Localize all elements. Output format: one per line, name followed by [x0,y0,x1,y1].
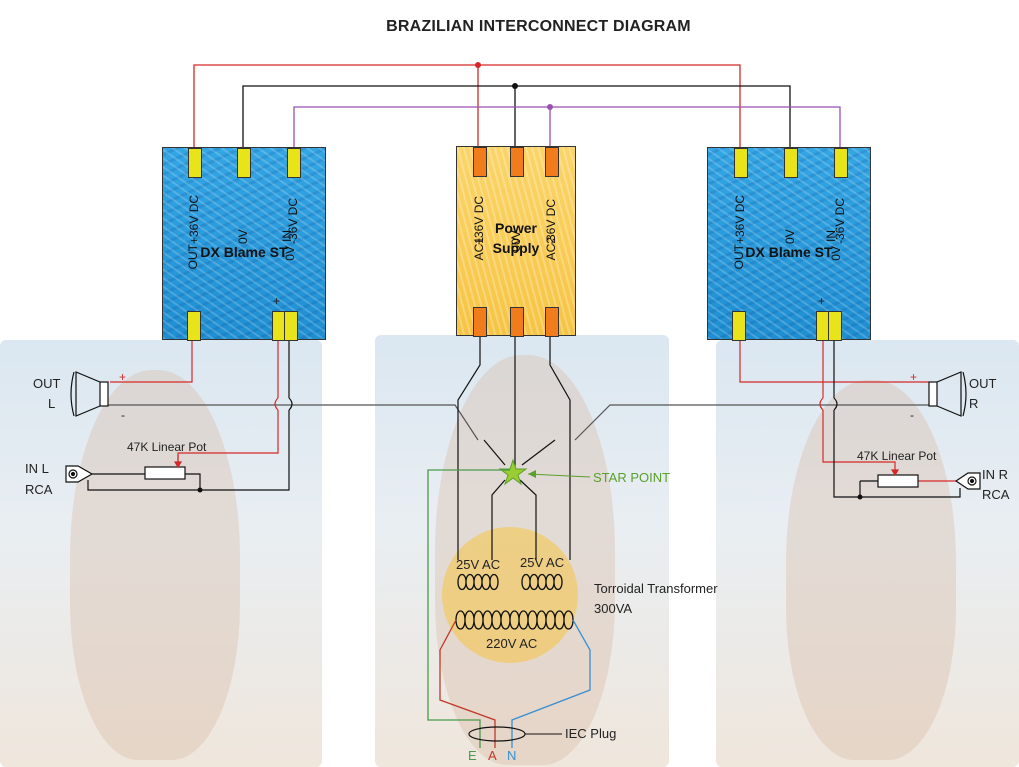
left-pin-0v-connector [237,148,251,178]
active-wire [439,619,496,748]
secondary-coil-right [521,573,563,591]
psu-pin-0v-connector [510,147,524,177]
negative-rail-junction [547,104,553,110]
iec-plug-label: IEC Plug [565,726,617,741]
left-pin-pos36-label: +36V DC [187,194,201,244]
left-pin-plus-label: + [273,294,281,308]
left-figure-silhouette [70,370,240,760]
right-in-0v-connector [828,311,842,341]
right-pot-label: 47K Linear Pot [857,449,937,463]
right-pin-0v-in-label: 0V [829,246,843,261]
right-input-label-rca: RCA [982,487,1010,502]
star-point-icon [498,458,528,486]
right-speaker-label-r: R [969,396,979,411]
left-photo-panel [0,340,322,767]
left-pin-0v-label: 0V [236,229,250,244]
psu-ac1-connector [473,307,487,337]
secondary-left-label: 25V AC [456,557,501,572]
star-point-pointer [527,473,591,478]
neutral-wire [511,619,591,748]
left-input-junction [197,487,203,493]
left-pot-symbol [144,455,186,480]
right-input-label-in: IN R [982,467,1008,482]
right-input-wires [819,340,961,498]
negative-rail [293,106,841,148]
diagram-title: BRAZILIAN INTERCONNECT DIAGRAM [386,18,691,35]
earth-wire [427,469,510,748]
psu-0v-bottom-connector [510,307,524,337]
iec-plug-symbol [468,726,526,742]
transformer-label-line2: 300VA [594,601,633,616]
left-pot-label: 47K Linear Pot [127,440,207,454]
right-out-connector [732,311,746,341]
right-pin-0v-label: 0V [783,229,797,244]
left-out-connector [187,311,201,341]
psu-pin-0v-bottom-label: 0V [509,237,523,252]
terminal-earth-label: E [468,748,477,763]
ground-rail-junction [512,83,518,89]
psu-pin-pos36-connector [473,147,487,177]
left-speaker-label-l: L [48,396,56,411]
right-pot-symbol [877,469,919,488]
left-pin-pos36-connector [188,148,202,178]
right-pin-0v-connector [784,148,798,178]
terminal-active-label: A [488,748,497,763]
left-input-label-in: IN L [25,461,49,476]
primary-coil [455,610,574,630]
left-pin-0v-in-label: 0V [283,246,297,261]
left-pin-neg36-connector [287,148,301,178]
psu-ac2-connector [545,307,559,337]
left-pin-out-label: OUT [186,244,200,270]
power-supply-module: +36V DC 0V -36V DC Power Supply AC1 0V A… [456,146,576,337]
left-amp-module: +36V DC 0V -36V DC DX Blame ST OUT IN 0V… [162,147,326,341]
right-input-junction [857,494,863,500]
ground-rail [242,85,791,148]
right-pin-plus-label: + [818,294,826,308]
left-input-wires [87,340,293,491]
left-speaker-symbol [70,371,109,417]
right-module-name: DX Blame ST [745,244,833,260]
primary-label: 220V AC [486,636,538,651]
secondary-coil-left [457,573,499,591]
psu-pin-ac2-label: AC2 [544,237,558,261]
left-rca-symbol [65,465,94,483]
left-input-label-rca: RCA [25,482,53,497]
star-point-arrowhead [528,470,536,478]
left-output-wires [105,340,479,441]
right-speaker-plus: + [910,370,918,384]
right-speaker-label-out: OUT [969,376,997,391]
star-point-label: STAR POINT [593,470,671,485]
positive-rail-junction [475,62,481,68]
right-pin-pos36-label: +36V DC [733,194,747,244]
left-module-name: DX Blame ST [200,244,288,260]
transformer-core-glow [442,527,578,663]
right-figure-silhouette [786,380,956,760]
terminal-neutral-label: N [507,748,517,763]
left-speaker-minus: - [121,408,125,422]
right-speaker-minus: - [910,408,914,422]
transformer-label-line1: Torroidal Transformer [594,581,718,596]
right-speaker-symbol [928,371,967,417]
right-pin-neg36-connector [834,148,848,178]
right-pin-out-label: OUT [732,244,746,270]
psu-pin-neg36-connector [545,147,559,177]
left-speaker-plus: + [119,370,127,384]
psu-ac-wires [457,335,571,560]
secondary-right-label: 25V AC [520,555,565,570]
psu-name-line1: Power [494,220,537,236]
left-speaker-label-out: OUT [33,376,61,391]
right-output-wires [574,340,930,441]
right-rca-symbol [954,472,981,490]
right-amp-module: +36V DC 0V -36V DC DX Blame ST OUT IN 0V… [707,147,871,341]
left-in-0v-connector [284,311,298,341]
psu-name-line2: Supply [492,240,540,256]
psu-pin-ac1-label: AC1 [472,237,486,261]
right-photo-panel [716,340,1019,767]
right-pin-pos36-connector [734,148,748,178]
